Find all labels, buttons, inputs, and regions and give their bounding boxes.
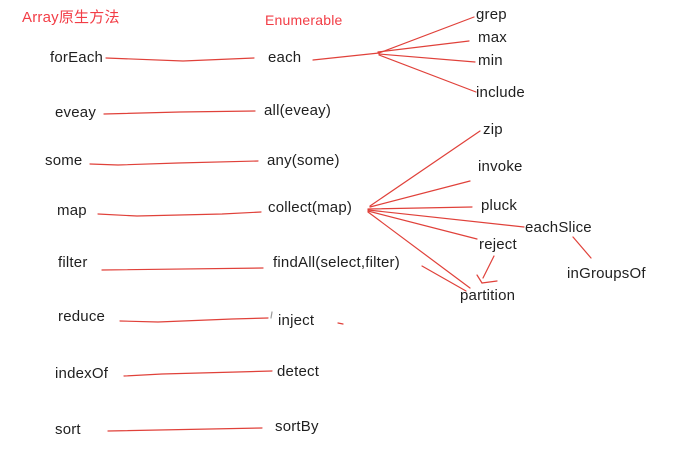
node-max: max	[478, 29, 507, 46]
node-map: map	[57, 202, 87, 219]
node-sort: sort	[55, 421, 81, 438]
node-grep: grep	[476, 6, 507, 23]
node-filter: filter	[58, 254, 88, 271]
node-collect: collect(map)	[268, 199, 353, 216]
node-all: all(eveay)	[264, 102, 332, 119]
node-zip: zip	[483, 121, 503, 138]
node-eveay: eveay	[55, 104, 97, 121]
node-findAll: findAll(select,filter)	[273, 254, 400, 271]
node-detect: detect	[277, 363, 320, 380]
node-reduce: reduce	[58, 308, 106, 325]
node-inGroupsOf: inGroupsOf	[567, 265, 646, 282]
node-invoke: invoke	[478, 158, 523, 175]
node-any: any(some)	[267, 152, 340, 169]
node-min: min	[478, 52, 503, 69]
node-sortBy: sortBy	[275, 418, 319, 435]
node-reject: reject	[479, 236, 517, 253]
node-pluck: pluck	[481, 197, 518, 214]
middle-column-header: Enumerable	[265, 12, 343, 28]
node-some: some	[45, 152, 83, 169]
node-include: include	[476, 84, 525, 101]
node-indexOf: indexOf	[55, 365, 109, 382]
node-inject: inject	[278, 312, 315, 329]
left-column-header: Array原生方法	[22, 9, 120, 26]
node-partition: partition	[460, 287, 516, 304]
node-forEach: forEach	[50, 49, 104, 66]
node-eachSlice: eachSlice	[525, 219, 592, 236]
node-each: each	[268, 49, 302, 66]
